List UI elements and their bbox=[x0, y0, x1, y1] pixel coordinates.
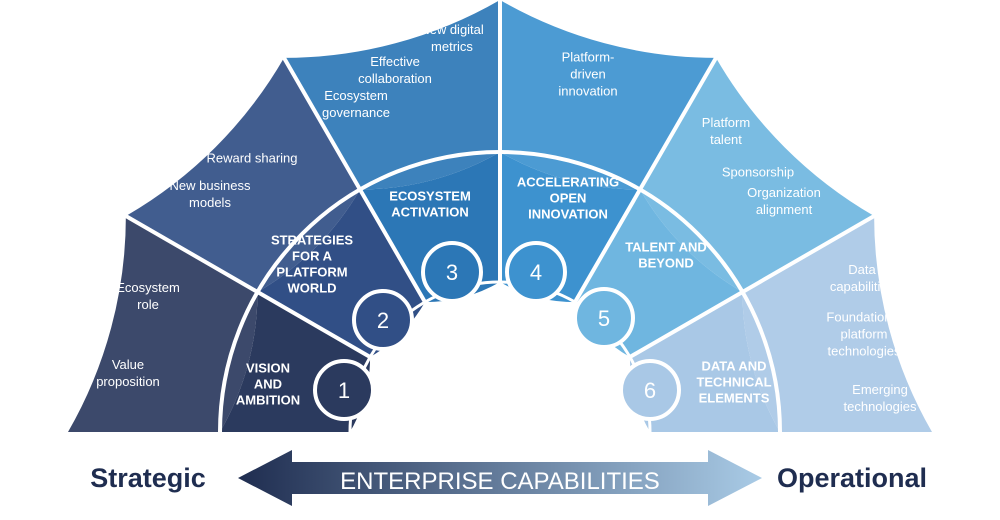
number-badge-label: 3 bbox=[446, 260, 458, 285]
capability-title-1-line: AMBITION bbox=[236, 393, 300, 408]
arrow-title: ENTERPRISE CAPABILITIES bbox=[340, 468, 660, 495]
capability-detail-4-line: innovation bbox=[558, 84, 617, 99]
number-badge-circle-5 bbox=[573, 287, 635, 349]
capability-detail-3-line: collaboration bbox=[358, 71, 432, 86]
capability-detail-6-line: capabilities bbox=[830, 279, 895, 294]
capability-title-4-line: ACCELERATING bbox=[517, 175, 619, 190]
strategic-label: Strategic bbox=[90, 463, 206, 493]
capability-detail-4: Platform-driven innovation bbox=[558, 50, 617, 99]
capability-detail-1-line: Ecosystem bbox=[116, 280, 180, 295]
capability-detail-6-line: technologies bbox=[844, 399, 917, 414]
capability-title-6-line: TECHNICAL bbox=[696, 375, 771, 390]
capability-title-3-line: ACTIVATION bbox=[391, 205, 469, 220]
capability-title-3-line: ECOSYSTEM bbox=[389, 189, 471, 204]
capability-detail-1: Ecosystem role bbox=[116, 280, 180, 312]
capability-detail-2: Reward sharing bbox=[206, 151, 297, 166]
segment-divider bbox=[620, 213, 877, 364]
number-badges: 1 2 3 4 5 6 bbox=[313, 241, 681, 421]
capability-detail-5: Sponsorship bbox=[722, 165, 794, 180]
ring-divider bbox=[218, 150, 782, 433]
capability-detail-5-line: Organization bbox=[747, 185, 821, 200]
capability-detail-6-line: technologies bbox=[828, 344, 901, 359]
capability-detail-5-line: Platform bbox=[702, 115, 750, 130]
capability-title-4-line: INNOVATION bbox=[528, 207, 608, 222]
capability-detail-5-line: Sponsorship bbox=[722, 165, 794, 180]
number-badge-label: 6 bbox=[644, 378, 656, 403]
capability-detail-6: Data capabilities bbox=[830, 262, 895, 294]
capability-detail-3-line: Effective bbox=[370, 54, 420, 69]
capability-detail-6: Foundational platform technologies bbox=[826, 310, 901, 359]
capability-detail-3: Ecosystem governance bbox=[322, 88, 390, 120]
capability-detail-5-line: alignment bbox=[756, 202, 813, 217]
number-badge-label: 4 bbox=[530, 260, 542, 285]
number-badge-label: 1 bbox=[338, 378, 350, 403]
center-edge bbox=[348, 280, 652, 433]
capability-detail-5: Platform talent bbox=[702, 115, 750, 147]
segment-divider bbox=[568, 55, 719, 312]
capability-detail-3-line: governance bbox=[322, 105, 390, 120]
capability-detail-3: Effective collaboration bbox=[358, 54, 432, 86]
segment-divider bbox=[281, 55, 432, 312]
capabilities-arrow: ENTERPRISE CAPABILITIES bbox=[238, 450, 762, 506]
capability-detail-6-line: Foundational bbox=[826, 310, 901, 325]
capability-title-5-line: TALENT AND bbox=[625, 240, 707, 255]
capability-title-1-line: VISION bbox=[246, 361, 290, 376]
capability-detail-6-line: Data bbox=[848, 262, 876, 277]
capability-detail-2-line: models bbox=[189, 195, 231, 210]
operational-label: Operational bbox=[777, 463, 927, 493]
outer-sector-6 bbox=[742, 216, 932, 432]
capability-detail-2-line: New business bbox=[170, 178, 251, 193]
capability-detail-3-line: Ecosystem bbox=[324, 88, 388, 103]
capability-title-2-line: FOR A bbox=[292, 249, 333, 264]
capability-detail-3: New digital metrics bbox=[420, 22, 484, 54]
number-badge-circle-4 bbox=[505, 241, 567, 303]
capability-detail-5-line: talent bbox=[710, 132, 742, 147]
capability-title-2-line: WORLD bbox=[287, 281, 336, 296]
number-badge-circle-1 bbox=[313, 359, 375, 421]
segment-divider bbox=[123, 213, 380, 364]
capability-detail-6: Emerging technologies bbox=[844, 382, 917, 414]
capability-detail-4-line: driven bbox=[570, 67, 605, 82]
capability-detail-1-line: proposition bbox=[96, 374, 160, 389]
capability-detail-1-line: role bbox=[137, 297, 159, 312]
outer-sector-4 bbox=[500, 0, 716, 190]
capability-title-4-line: OPEN bbox=[550, 191, 587, 206]
capability-title-2-line: STRATEGIES bbox=[271, 233, 353, 248]
capability-detail-3-line: metrics bbox=[431, 39, 473, 54]
number-badge-label: 2 bbox=[377, 308, 389, 333]
capability-detail-1-line: Value bbox=[112, 357, 144, 372]
capability-detail-2: New business models bbox=[170, 178, 251, 210]
capability-detail-3-line: New digital bbox=[420, 22, 484, 37]
number-badge-circle-2 bbox=[352, 289, 414, 351]
capability-title-6-line: ELEMENTS bbox=[699, 391, 770, 406]
capability-detail-1: Value proposition bbox=[96, 357, 160, 389]
segment-dividers bbox=[123, 0, 877, 433]
outer-sector-1 bbox=[68, 216, 258, 432]
capability-title-6-line: DATA AND bbox=[702, 359, 767, 374]
double-arrow-shape bbox=[238, 450, 762, 506]
number-badge-circle-6 bbox=[619, 359, 681, 421]
capability-detail-5: Organization alignment bbox=[747, 185, 821, 217]
number-badge-label: 5 bbox=[598, 306, 610, 331]
capability-title-2-line: PLATFORM bbox=[276, 265, 347, 280]
number-badge-circle-3 bbox=[421, 241, 483, 303]
capability-detail-4-line: Platform- bbox=[562, 50, 615, 65]
outer-sector-3 bbox=[284, 0, 500, 190]
capability-detail-2-line: Reward sharing bbox=[206, 151, 297, 166]
capability-title-5-line: BEYOND bbox=[638, 256, 694, 271]
capability-title-1-line: AND bbox=[254, 377, 282, 392]
capability-detail-6-line: Emerging bbox=[852, 382, 908, 397]
capability-detail-6-line: platform bbox=[841, 327, 888, 342]
